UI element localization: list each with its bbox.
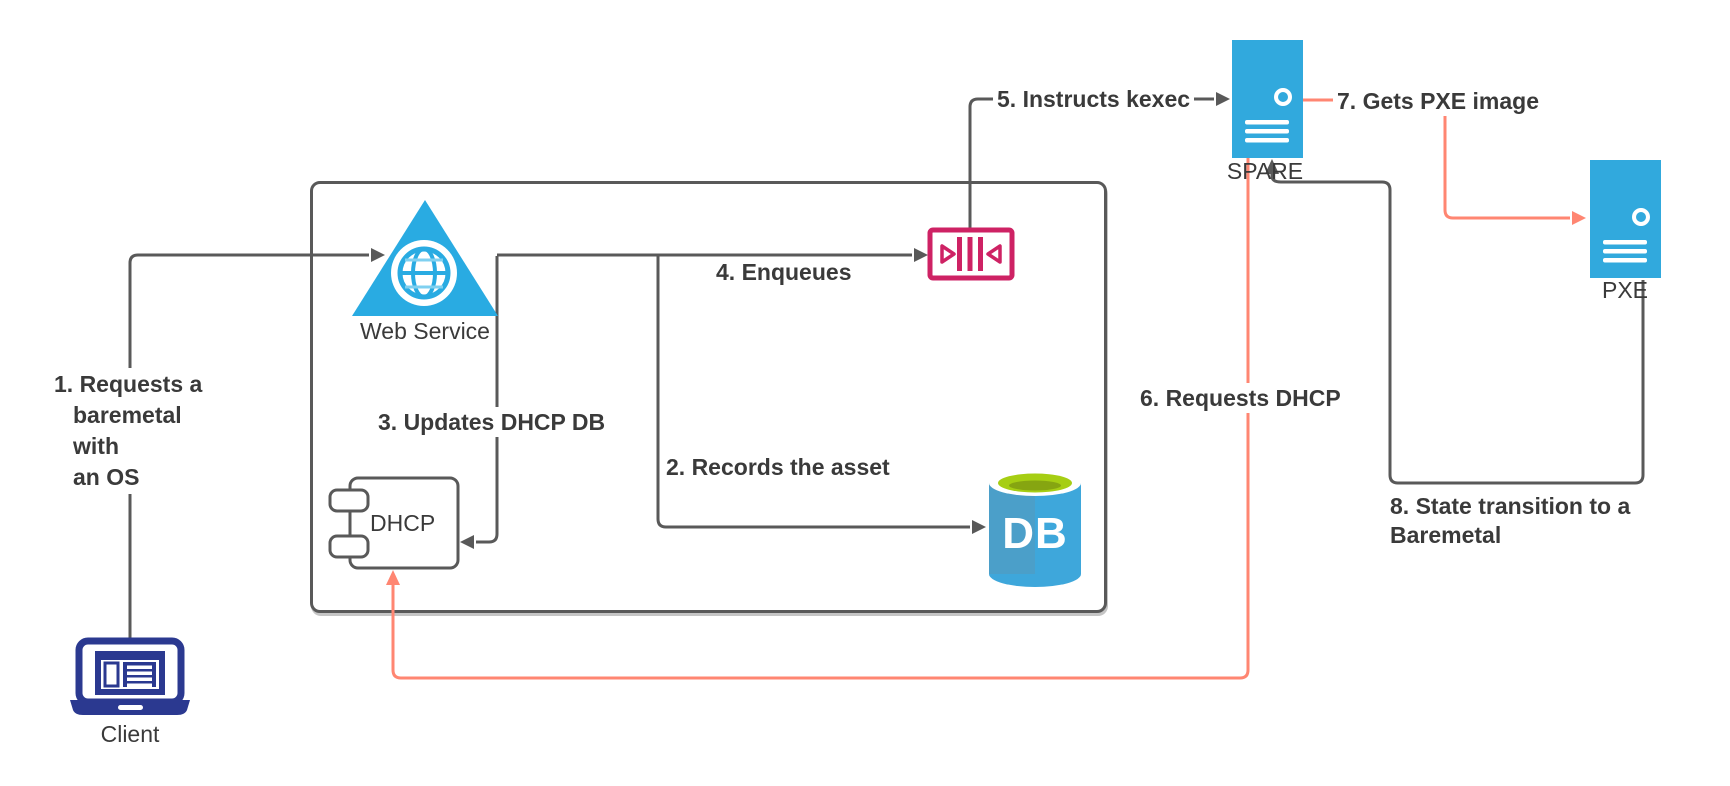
step5-label: 5. Instructs kexec [993,84,1195,114]
edge-step5-line [968,97,1214,230]
arrowhead-step6 [386,570,400,585]
step4-label: 4. Enqueues [716,259,852,285]
queue-icon [927,227,1015,281]
pxe-server-icon [1590,160,1661,278]
client-laptop-icon [70,637,190,715]
edge-arrowheads-red [386,211,1586,585]
edge-step3-line [476,256,499,544]
step1-label: 1. Requests a baremetal with an OS [50,368,207,494]
arrowhead-step3 [460,535,474,549]
edge-lines-gray [128,97,1645,641]
step6-label: 6. Requests DHCP [1136,383,1345,413]
edge-step6-line [391,158,1250,680]
step3-label: 3. Updates DHCP DB [374,407,610,437]
db-label: DB [1002,509,1068,558]
pxe-label: PXE [1601,277,1649,303]
edge-step7-line [1303,98,1570,220]
database-icon [989,470,1081,587]
step1-line3: with [73,433,119,459]
dhcp-component-icon [328,476,460,570]
arrowhead-step1 [371,248,385,262]
edge-step8-line [1270,173,1645,485]
arrowhead-step7 [1572,211,1586,225]
step1-line1: 1. Requests a [54,371,203,397]
web-service-icon [352,200,498,316]
edge-arrowheads-gray [371,92,1279,549]
step7-label: 7. Gets PXE image [1333,86,1543,116]
edge-step1-line [128,253,369,641]
arrowhead-step4 [914,248,928,262]
arrowhead-step5 [1216,92,1230,106]
client-label: Client [100,721,160,747]
spare-label: SPARE [1226,158,1304,184]
step1-line2: baremetal [73,402,182,428]
step2-label: 2. Records the asset [666,454,890,480]
web-service-label: Web Service [360,318,490,344]
arrowhead-step2 [972,520,986,534]
step1-line4: an OS [73,464,140,490]
arrowhead-step8 [1265,159,1279,174]
spare-server-icon [1232,40,1303,158]
step8-label: 8. State transition to a Baremetal [1390,493,1631,548]
edge-step2-line [656,256,970,529]
edge-lines-red [391,98,1570,680]
dhcp-label: DHCP [370,510,436,536]
